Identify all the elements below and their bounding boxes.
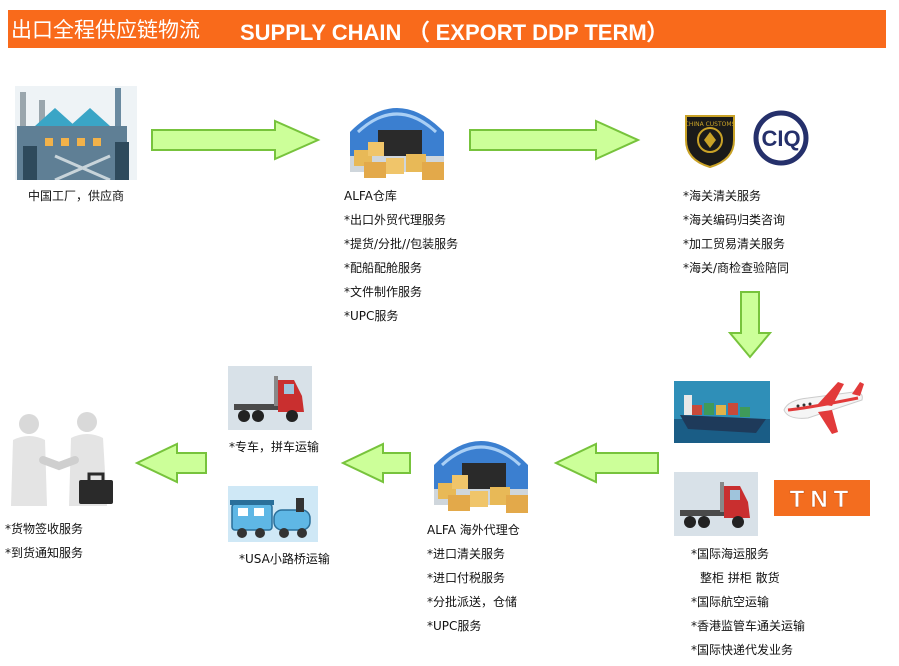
customer-services-text: *货物签收服务 *到货通知服务 xyxy=(5,517,83,565)
export-warehouse-item: *出口外贸代理服务 xyxy=(344,213,447,227)
arrow-customs-to-transport xyxy=(727,291,773,359)
train-service-label: *USA小路桥运输 xyxy=(239,552,330,566)
truck-icon xyxy=(674,472,758,536)
title-chinese: 出口全程供应链物流 xyxy=(11,18,200,42)
customer-item: *到货通知服务 xyxy=(5,546,84,560)
tnt-text: TNT xyxy=(790,486,855,513)
customs-item: *加工贸易清关服务 xyxy=(683,237,786,251)
header-bar: 出口全程供应链物流 SUPPLY CHAIN （ EXPORT DDP TERM… xyxy=(8,10,886,48)
transport-item: *香港监管车通关运输 xyxy=(691,619,806,633)
airplane-icon xyxy=(778,380,866,436)
train-icon xyxy=(228,486,318,542)
export-warehouse-text: ALFA仓库 *出口外贸代理服务 *提货/分批//包装服务 *配船配舱服务 *文… xyxy=(344,184,458,328)
arrow-factory-to-warehouse xyxy=(151,119,321,161)
arrow-local-to-customer xyxy=(134,442,207,484)
overseas-warehouse-item: *进口清关服务 xyxy=(427,547,506,561)
arrow-warehouse-to-customs xyxy=(469,119,641,161)
overseas-warehouse-item: *分批派送，仓储 xyxy=(427,595,518,609)
cargo-ship-icon xyxy=(674,381,770,443)
transport-item: *国际海运服务 xyxy=(691,547,770,561)
export-warehouse-item: *文件制作服务 xyxy=(344,285,423,299)
customs-badge-text: CHINA CUSTOMS xyxy=(685,121,736,128)
overseas-warehouse-item: *UPC服务 xyxy=(427,619,482,633)
customs-services-text: *海关清关服务 *海关编码归类咨询 *加工贸易清关服务 *海关/商检查验陪同 xyxy=(683,184,789,280)
customer-item: *货物签收服务 xyxy=(5,522,84,536)
arrow-transport-to-overseas xyxy=(553,442,659,484)
arrow-overseas-to-local xyxy=(340,442,411,484)
china-customs-badge-icon: CHINA CUSTOMS xyxy=(682,110,738,169)
customs-item: *海关编码归类咨询 xyxy=(683,213,786,227)
truck-service-label: *专车，拼车运输 xyxy=(229,440,320,454)
tnt-logo-icon: TNT xyxy=(774,480,870,516)
export-warehouse-title: ALFA仓库 xyxy=(344,189,397,203)
factory-label: 中国工厂，供应商 xyxy=(28,189,125,203)
transport-item: *国际航空运输 xyxy=(691,595,770,609)
overseas-warehouse-item: *进口付税服务 xyxy=(427,571,506,585)
ciq-text: CIQ xyxy=(761,126,800,151)
transport-item: 整柜 拼柜 散货 xyxy=(700,571,780,585)
overseas-warehouse-icon xyxy=(426,425,536,515)
ciq-logo-icon: CIQ xyxy=(750,110,812,166)
customs-item: *海关清关服务 xyxy=(683,189,762,203)
transport-item: *国际快递代发业务 xyxy=(691,643,794,657)
transport-services-text: *国际海运服务 整柜 拼柜 散货 *国际航空运输 *香港监管车通关运输 *国际快… xyxy=(691,542,805,662)
export-warehouse-icon xyxy=(342,92,452,182)
factory-icon xyxy=(15,86,137,182)
handshake-icon xyxy=(3,410,115,510)
export-warehouse-item: *UPC服务 xyxy=(344,309,399,323)
export-warehouse-item: *配船配舱服务 xyxy=(344,261,423,275)
overseas-warehouse-text: ALFA 海外代理仓 *进口清关服务 *进口付税服务 *分批派送，仓储 *UPC… xyxy=(427,518,520,638)
export-warehouse-item: *提货/分批//包装服务 xyxy=(344,237,459,251)
overseas-warehouse-title: ALFA 海外代理仓 xyxy=(427,523,520,537)
customs-item: *海关/商检查验陪同 xyxy=(683,261,790,275)
local-truck-icon xyxy=(228,366,312,430)
title-english: SUPPLY CHAIN （ EXPORT DDP TERM） xyxy=(240,20,669,45)
